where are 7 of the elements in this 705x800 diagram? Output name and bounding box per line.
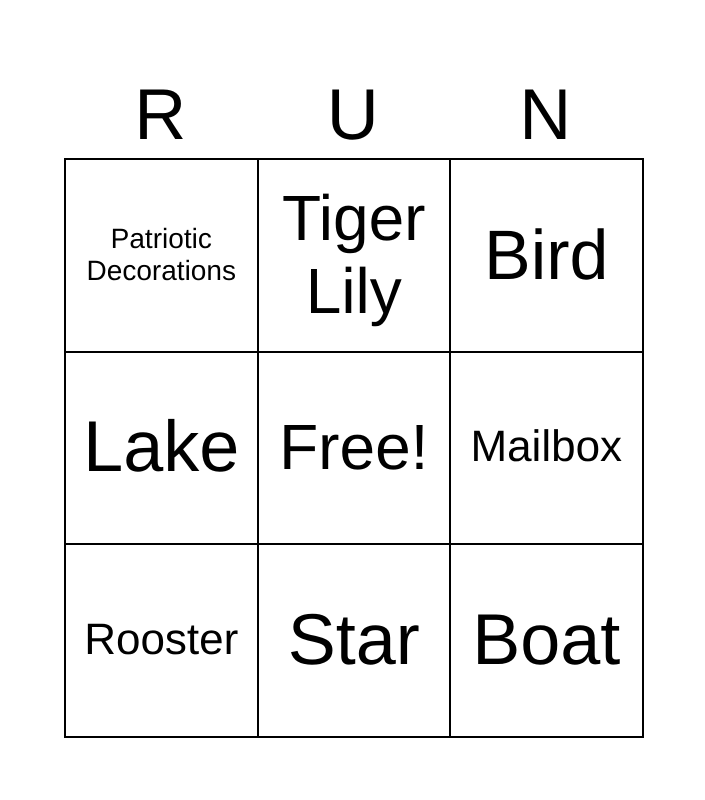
bingo-entry: Rooster — [64, 543, 258, 738]
bingo-entry: Patriotic Decorations — [64, 158, 258, 352]
column-letter: N — [518, 74, 572, 157]
column-letter: R — [133, 74, 188, 157]
bingo-entry: Boat — [449, 543, 644, 738]
bingo-entry: Bird — [449, 158, 644, 352]
column-letter: U — [326, 74, 380, 157]
